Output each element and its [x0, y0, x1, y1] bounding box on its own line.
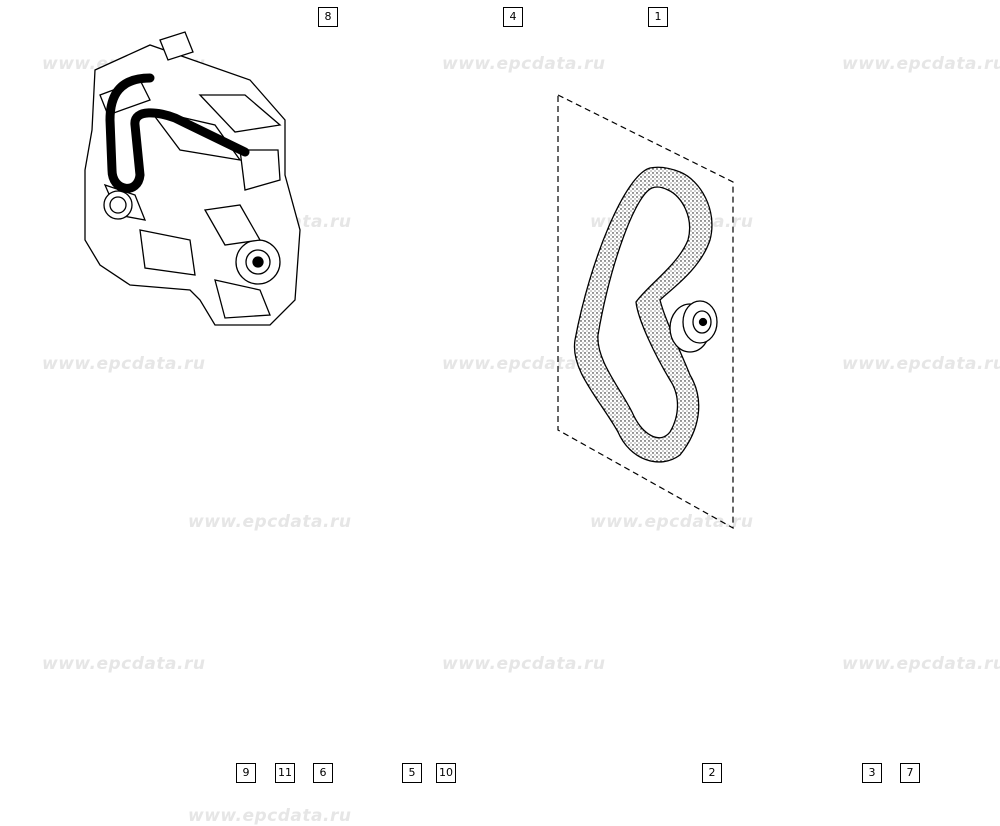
watermark: www.epcdata.ru — [188, 512, 352, 532]
watermark: www.epcdata.ru — [842, 654, 1000, 674]
callout-6[interactable]: 6 — [313, 763, 333, 783]
timing-belt-1 — [573, 166, 713, 463]
callout-5[interactable]: 5 — [402, 763, 422, 783]
callout-2[interactable]: 2 — [702, 763, 722, 783]
callout-8[interactable]: 8 — [318, 7, 338, 27]
watermark: www.epcdata.ru — [842, 354, 1000, 374]
callout-10[interactable]: 10 — [436, 763, 456, 783]
watermark: www.epcdata.ru — [42, 354, 206, 374]
callout-9[interactable]: 9 — [236, 763, 256, 783]
roller-upper — [669, 300, 718, 353]
engine-block — [84, 31, 301, 326]
watermark: www.epcdata.ru — [42, 654, 206, 674]
kit-boundary — [557, 94, 734, 530]
callout-4[interactable]: 4 — [503, 7, 523, 27]
callout-1[interactable]: 1 — [648, 7, 668, 27]
callout-11[interactable]: 11 — [275, 763, 295, 783]
watermark: www.epcdata.ru — [442, 654, 606, 674]
watermark: www.epcdata.ru — [842, 54, 1000, 74]
watermark: www.epcdata.ru — [442, 354, 606, 374]
watermark: www.epcdata.ru — [442, 54, 606, 74]
callout-3[interactable]: 3 — [862, 763, 882, 783]
callout-7[interactable]: 7 — [900, 763, 920, 783]
